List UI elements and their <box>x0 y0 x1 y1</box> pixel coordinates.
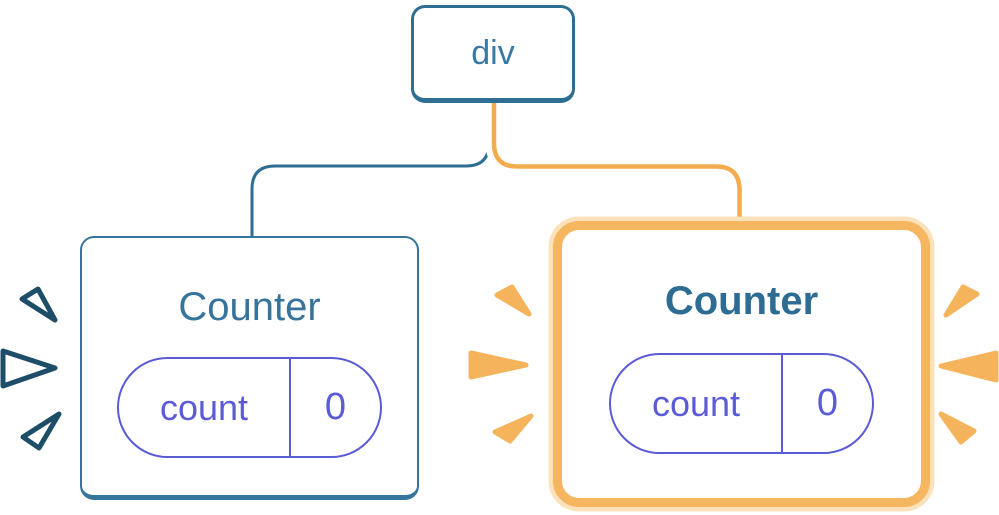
state-key-label: count <box>119 359 291 456</box>
counter-card-right-title: Counter <box>664 279 819 323</box>
state-key-label: count <box>611 355 783 452</box>
state-value: 0 <box>816 382 839 424</box>
state-value: 0 <box>324 386 347 428</box>
render-burst-left-icon <box>0 286 62 451</box>
root-node-div: div <box>411 5 575 103</box>
tree-edge-right-casing <box>485 98 749 228</box>
counter-card-left-title: Counter <box>178 285 321 329</box>
counter-card-right-highlighted: Counter count 0 <box>553 221 930 507</box>
state-pill-left: count 0 <box>117 357 382 458</box>
state-pill-right: count 0 <box>609 353 874 454</box>
render-burst-middle-icon <box>468 284 534 444</box>
tree-edge-right-highlighted <box>491 98 742 228</box>
counter-card-left: Counter count 0 <box>80 236 419 500</box>
root-node-label: div <box>471 33 515 72</box>
render-burst-right-icon <box>938 284 999 445</box>
tree-edge-left <box>250 98 491 240</box>
